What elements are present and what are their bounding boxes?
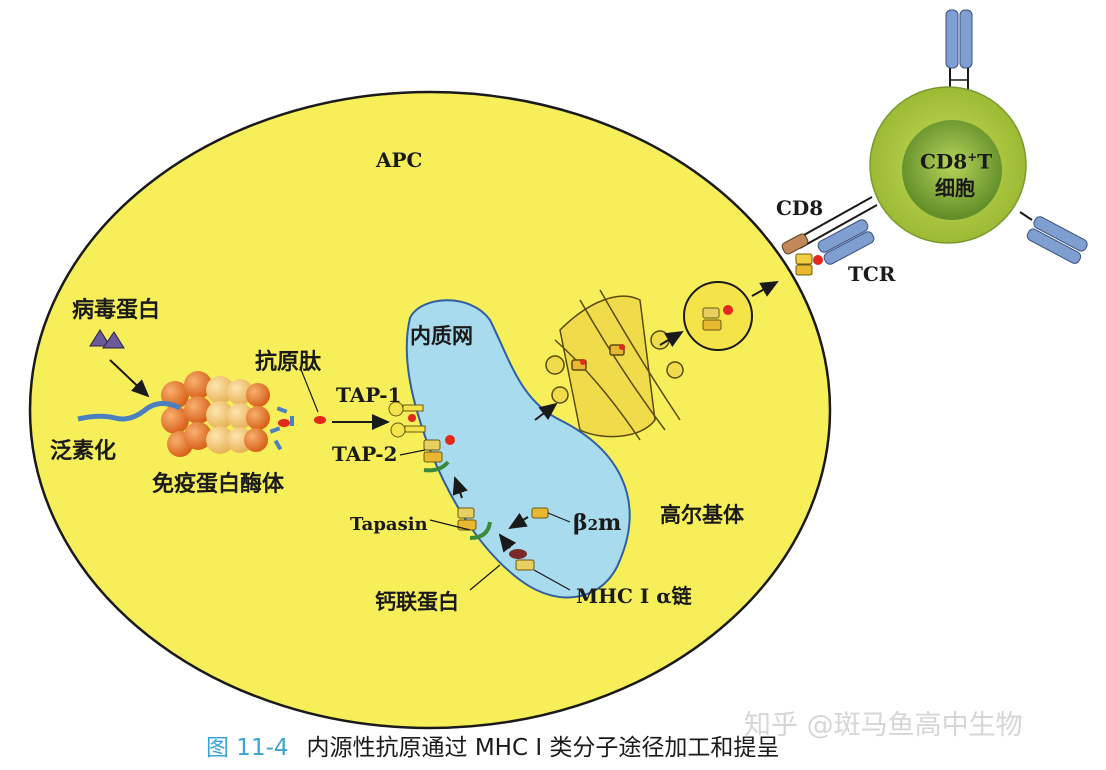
tcell-nucleus: [902, 120, 1002, 220]
tap-transporter: [388, 401, 426, 438]
immunoproteasome: [161, 371, 270, 457]
label-viral-protein: 病毒蛋白: [72, 298, 161, 323]
label-ubiquitination: 泛素化: [50, 439, 117, 464]
label-apc: APC: [376, 148, 423, 172]
label-antigen-peptide: 抗原肽: [255, 350, 322, 375]
tcell-t-text: T: [977, 149, 993, 174]
label-golgi: 高尔基体: [660, 503, 744, 527]
figure-caption: 图 11-4 内源性抗原通过 MHC Ⅰ 类分子途径加工和提呈: [206, 728, 779, 762]
tcell-receptor-right: [1026, 216, 1088, 264]
label-er: 内质网: [410, 324, 473, 348]
b2m-beta: β: [573, 510, 588, 536]
tcell-cd8-text: CD8: [920, 149, 968, 174]
caption-number: 图 11-4: [206, 735, 289, 761]
peptide-fragments: [269, 406, 326, 451]
label-calnexin: 钙联蛋白: [375, 590, 459, 614]
caption-text: 内源性抗原通过 MHC Ⅰ 类分子途径加工和提呈: [306, 735, 780, 761]
b2m-subscript: 2: [587, 516, 599, 534]
tcell-receptor-top: [945, 9, 973, 95]
label-b2m: β2m: [573, 510, 621, 536]
tcell-plus: +: [967, 150, 978, 164]
label-tcell: CD8+T 细胞: [920, 144, 993, 201]
label-tapasin: Tapasin: [350, 514, 428, 535]
watermark: 知乎 @斑马鱼高中生物: [744, 710, 1023, 741]
tcell-cell-text: 细胞: [935, 175, 975, 200]
mhc-complex-loaded: [423, 435, 455, 473]
label-mhc-alpha: MHC Ⅰ α链: [576, 584, 692, 608]
mhc-complex-tapasin: [457, 507, 492, 540]
golgi-apparatus: [545, 289, 684, 441]
label-immunoproteasome: 免疫蛋白酶体: [152, 472, 285, 497]
label-tcr: TCR: [848, 262, 896, 286]
b2m-subunit: [531, 507, 549, 519]
b2m-m: m: [598, 510, 622, 536]
label-tap2: TAP-2: [332, 442, 398, 466]
cd8-coreceptor: [781, 196, 878, 255]
tcr-receptor: [795, 219, 875, 276]
viral-protein-icon: [89, 329, 125, 349]
label-cd8: CD8: [776, 196, 824, 220]
ubiquitin-chain: [77, 401, 182, 422]
label-tap1: TAP-1: [336, 383, 402, 407]
